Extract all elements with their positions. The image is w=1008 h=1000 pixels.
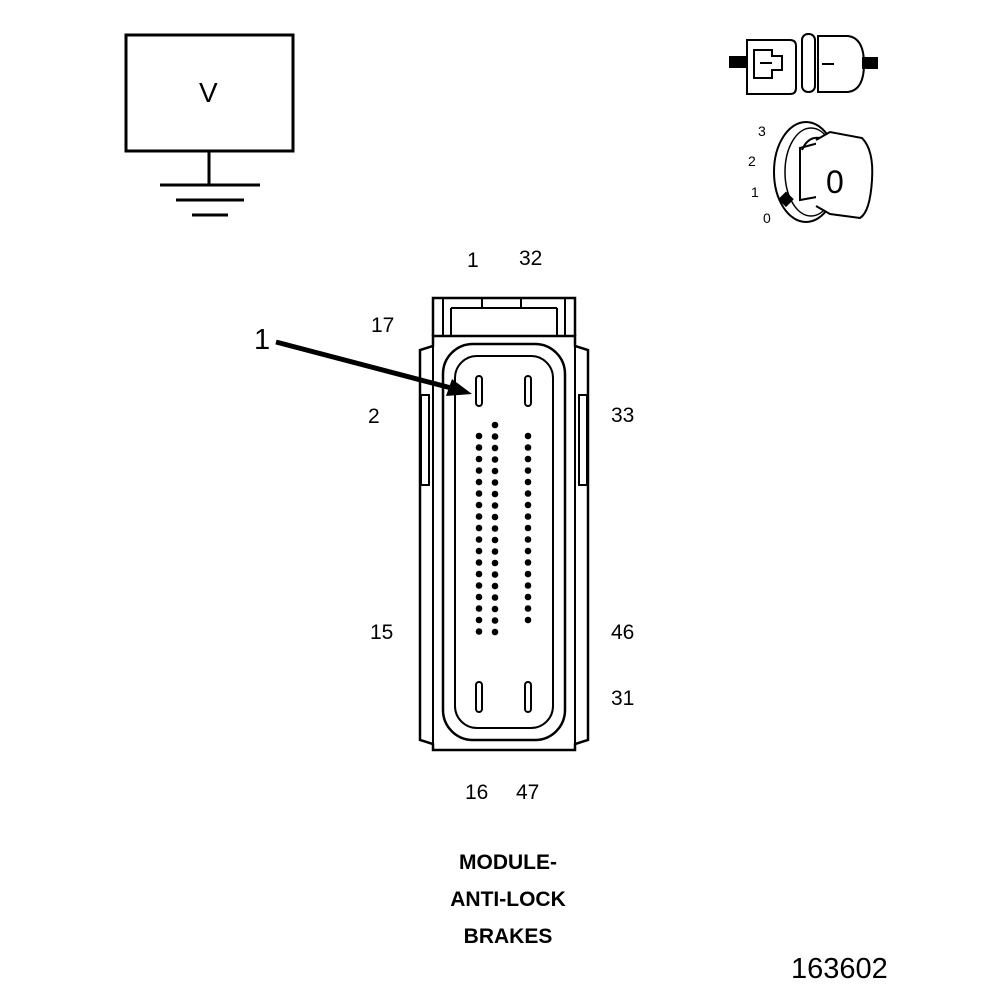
pin-cavity-left-11 — [475, 547, 483, 555]
terminal-1 — [475, 375, 483, 407]
pin-cavity-right-13 — [524, 570, 532, 578]
pin-cavity-right-9 — [524, 524, 532, 532]
pin-cavity-right-11 — [524, 547, 532, 555]
ignition-pos-0: 0 — [763, 210, 771, 226]
pin-cavity-left-18 — [475, 628, 483, 635]
ignition-pos-2: 2 — [748, 153, 756, 169]
pin-label-2: 2 — [368, 405, 380, 428]
pin-cavity-left-5 — [475, 478, 483, 486]
title-line-2: ANTI-LOCK — [450, 888, 566, 911]
pin-cavity-left-4 — [475, 467, 483, 474]
pin-cavity-right-8 — [524, 513, 532, 520]
pin-cavity-left-15 — [475, 593, 483, 601]
pin-cavity-left-16 — [475, 605, 483, 612]
pin-cavity-left-13 — [475, 570, 483, 578]
ignition-key-label: 0 — [826, 164, 844, 200]
pin-cavity-left-6 — [475, 490, 483, 497]
pin-label-31: 31 — [611, 687, 635, 710]
pin-cavity-left-17 — [475, 616, 483, 624]
pin-cavity-center-5 — [491, 467, 499, 475]
pin-cavity-center-15 — [491, 582, 499, 590]
figure-number: 163602 — [791, 953, 888, 985]
pin-cavity-right-16 — [524, 605, 532, 612]
pin-cavity-right-4 — [524, 467, 532, 474]
pin-cavity-right-7 — [524, 501, 532, 509]
pin-label-46: 46 — [611, 621, 635, 644]
ignition-pointer — [778, 191, 794, 208]
pin-cavity-center-9 — [491, 513, 499, 521]
pin-cavity-center-7 — [491, 490, 499, 498]
pin-cavity-right-17 — [524, 616, 532, 624]
pin-cavity-center-19 — [491, 628, 499, 636]
callout-number: 1 — [254, 324, 271, 356]
pin-cavity-center-6 — [491, 479, 499, 486]
callout-arrow — [275, 339, 456, 392]
pin-label-32: 32 — [519, 247, 543, 270]
pin-cavity-center-16 — [491, 594, 499, 601]
pin-cavity-center-3 — [491, 444, 499, 452]
ignition-pos-1: 1 — [751, 184, 759, 200]
pin-cavity-center-10 — [491, 525, 499, 532]
pin-label-16: 16 — [465, 781, 489, 804]
pin-cavity-right-10 — [524, 536, 532, 543]
title-line-1: MODULE- — [459, 851, 557, 874]
pin-cavity-right-14 — [524, 582, 532, 589]
terminal-16 — [475, 681, 483, 713]
pin-cavity-center-17 — [491, 605, 499, 613]
pin-cavity-left-10 — [475, 536, 483, 543]
pin-cavity-right-1 — [524, 432, 532, 440]
pin-cavity-right-3 — [524, 455, 532, 463]
pin-cavity-left-1 — [475, 432, 483, 440]
pin-label-33: 33 — [611, 404, 635, 427]
pin-cavity-left-2 — [475, 444, 483, 451]
voltmeter-v-label: V — [199, 77, 218, 108]
ignition-pos-3: 3 — [758, 123, 766, 139]
pin-cavity-center-12 — [491, 548, 499, 555]
pin-cavity-right-5 — [524, 478, 532, 486]
callout-arrowhead — [446, 379, 472, 396]
pin-cavity-right-6 — [524, 490, 532, 497]
pin-cavity-center-2 — [491, 433, 499, 440]
pin-cavity-right-2 — [524, 444, 532, 451]
pin-cavity-left-3 — [475, 455, 483, 463]
pin-cavity-center-11 — [491, 536, 499, 544]
terminal-32 — [524, 375, 532, 407]
pin-label-1: 1 — [467, 249, 479, 272]
pin-cavity-center-1 — [491, 421, 499, 429]
pin-cavity-center-4 — [491, 456, 499, 463]
title-line-3: BRAKES — [463, 925, 553, 948]
pin-cavity-center-13 — [491, 559, 499, 567]
pin-cavity-center-14 — [491, 571, 499, 578]
pin-cavity-left-14 — [475, 582, 483, 589]
pin-cavity-left-12 — [475, 559, 483, 566]
pin-cavity-left-8 — [475, 513, 483, 520]
pin-label-15: 15 — [370, 621, 394, 644]
pin-cavity-center-8 — [491, 502, 499, 509]
pin-label-47: 47 — [516, 781, 540, 804]
pin-cavity-right-12 — [524, 559, 532, 566]
pin-cavity-left-7 — [475, 501, 483, 509]
pin-cavity-grid — [475, 421, 532, 636]
terminal-47 — [524, 681, 532, 713]
pin-label-17: 17 — [371, 314, 395, 337]
pin-cavity-center-18 — [491, 617, 499, 624]
pin-cavity-right-15 — [524, 593, 532, 601]
pin-cavity-left-9 — [475, 524, 483, 532]
